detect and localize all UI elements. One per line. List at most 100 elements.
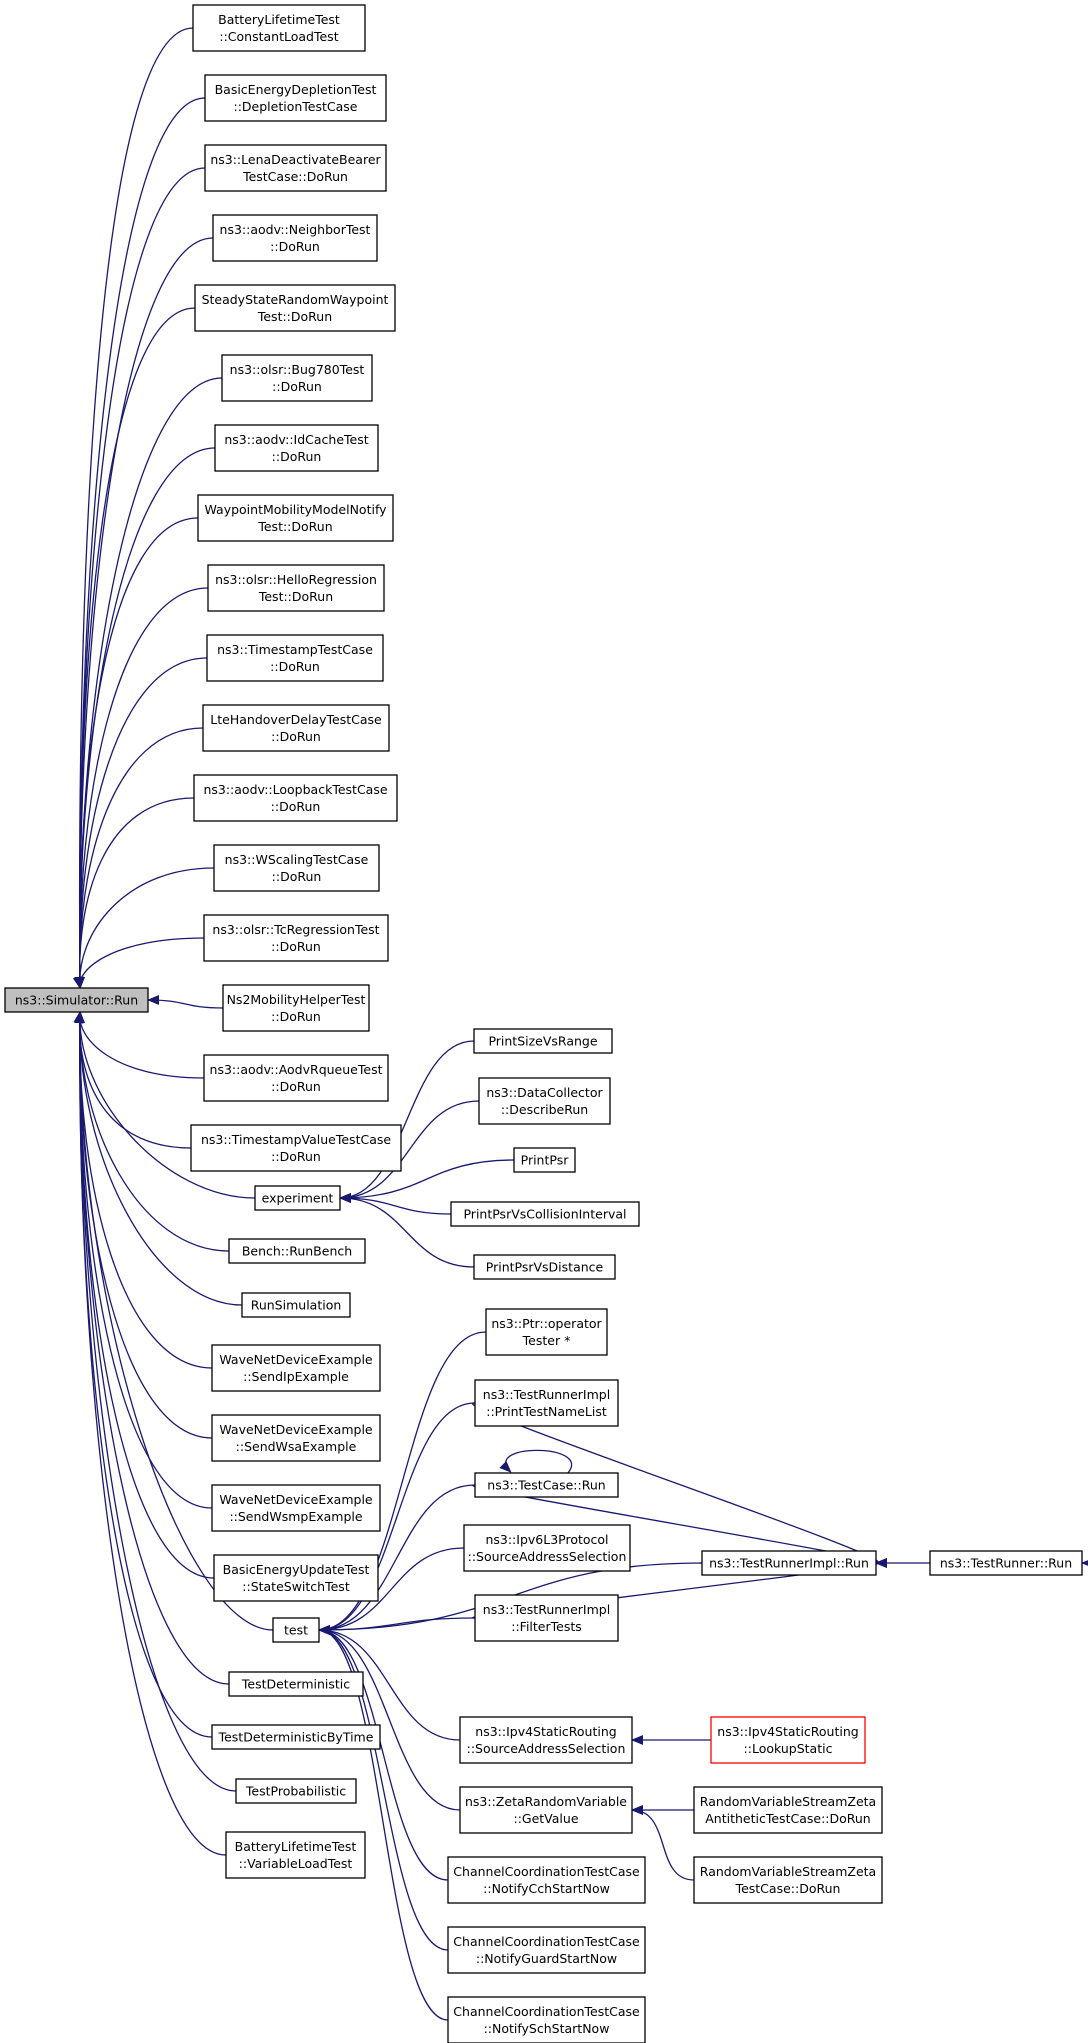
node-bench[interactable]: Bench::RunBench — [228, 1238, 366, 1264]
edge-c09-to-root — [74, 587, 209, 989]
node-label-line: ChannelCoordinationTestCase — [453, 1934, 640, 1949]
node-box — [203, 914, 389, 962]
node-tri[interactable]: ns3::TestRunnerImpl::Run — [701, 1550, 877, 1576]
node-box — [4, 987, 149, 1013]
node-battvar[interactable]: BatteryLifetimeTest::VariableLoadTest — [225, 1831, 366, 1879]
node-t10[interactable]: ChannelCoordinationTestCase::NotifySchSt… — [447, 1996, 646, 2043]
node-basicupd[interactable]: BasicEnergyUpdateTest::StateSwitchTest — [213, 1554, 379, 1602]
node-label-line: ns3::aodv::LoopbackTestCase — [203, 782, 387, 797]
node-e1[interactable]: PrintSizeVsRange — [473, 1028, 613, 1054]
node-box — [701, 1550, 877, 1576]
node-label-line: ::PrintTestNameList — [486, 1404, 607, 1419]
node-box — [212, 214, 378, 262]
node-testdettime[interactable]: TestDeterministicByTime — [211, 1724, 381, 1750]
node-label-line: Test::DoRun — [257, 309, 332, 324]
node-t2[interactable]: ns3::TestRunnerImpl::PrintTestNameList — [474, 1379, 619, 1427]
node-c16[interactable]: ns3::aodv::AodvRqueueTest::DoRun — [203, 1054, 389, 1102]
node-experiment[interactable]: experiment — [254, 1185, 341, 1211]
node-e5[interactable]: PrintPsrVsDistance — [473, 1254, 616, 1280]
node-zeta1[interactable]: RandomVariableStreamZetaAntitheticTestCa… — [693, 1786, 883, 1834]
node-c07[interactable]: ns3::aodv::IdCacheTest::DoRun — [214, 424, 379, 472]
node-runsim[interactable]: RunSimulation — [241, 1292, 351, 1318]
node-c04[interactable]: ns3::aodv::NeighborTest::DoRun — [212, 214, 378, 262]
edge-testprob-to-root — [74, 1011, 237, 1792]
node-e2[interactable]: ns3::DataCollector::DescribeRun — [478, 1077, 611, 1125]
node-box — [213, 1554, 379, 1602]
node-lookup[interactable]: ns3::Ipv4StaticRouting::LookupStatic — [710, 1716, 866, 1764]
node-c13[interactable]: ns3::WScalingTestCase::DoRun — [213, 844, 380, 892]
node-root[interactable]: ns3::Simulator::Run — [4, 987, 149, 1013]
node-label-line: ::DoRun — [271, 1009, 321, 1024]
node-label-line: ns3::TimestampTestCase — [217, 642, 373, 657]
edge-e3-to-experiment — [339, 1159, 515, 1203]
node-label-line: ::ConstantLoadTest — [219, 29, 338, 44]
node-c15[interactable]: Ns2MobilityHelperTest::DoRun — [222, 984, 370, 1032]
node-t3[interactable]: ns3::TestCase::Run — [474, 1472, 619, 1498]
node-label-line: ns3::olsr::Bug780Test — [230, 362, 365, 377]
node-label-line: Test::DoRun — [258, 589, 333, 604]
node-testdet[interactable]: TestDeterministic — [228, 1671, 364, 1697]
node-c01[interactable]: BatteryLifetimeTest::ConstantLoadTest — [192, 4, 366, 52]
node-box — [459, 1716, 633, 1764]
node-box — [197, 494, 394, 542]
node-t5[interactable]: ns3::TestRunnerImpl::FilterTests — [474, 1594, 619, 1642]
node-test[interactable]: test — [272, 1617, 320, 1643]
node-box — [447, 1926, 646, 1974]
node-c10[interactable]: ns3::TimestampTestCase::DoRun — [206, 634, 384, 682]
node-c06[interactable]: ns3::olsr::Bug780Test::DoRun — [221, 354, 373, 402]
edge-experiment-to-root — [74, 1011, 256, 1199]
node-label-line: ns3::aodv::AodvRqueueTest — [210, 1062, 383, 1077]
node-label-line: ::DoRun — [270, 659, 320, 674]
edge-t8-to-test — [318, 1625, 449, 1881]
node-label-line: SteadyStateRandomWaypoint — [202, 292, 389, 307]
node-t4[interactable]: ns3::Ipv6L3Protocol::SourceAddressSelect… — [463, 1524, 631, 1572]
node-box — [221, 354, 373, 402]
node-box — [211, 1414, 381, 1462]
edge-c17-to-root — [74, 1011, 192, 1149]
node-c02[interactable]: BasicEnergyDepletionTest::DepletionTestC… — [204, 74, 387, 122]
node-wave3[interactable]: WaveNetDeviceExample::SendWsmpExample — [211, 1484, 381, 1532]
node-label-line: ::DoRun — [271, 799, 321, 814]
node-label-line: LteHandoverDelayTestCase — [210, 712, 382, 727]
edge-e2-to-experiment — [339, 1100, 480, 1203]
node-t9[interactable]: ChannelCoordinationTestCase::NotifyGuard… — [447, 1926, 646, 1974]
node-label-line: TestProbabilistic — [245, 1784, 346, 1799]
node-c11[interactable]: LteHandoverDelayTestCase::DoRun — [202, 704, 390, 752]
node-e4[interactable]: PrintPsrVsCollisionInterval — [450, 1201, 640, 1227]
node-tr[interactable]: ns3::TestRunner::Run — [929, 1550, 1083, 1576]
node-label-line: ::NotifySchStartNow — [484, 2021, 610, 2036]
node-c14[interactable]: ns3::olsr::TcRegressionTest::DoRun — [203, 914, 389, 962]
node-label-line: ::DoRun — [272, 449, 322, 464]
node-c17[interactable]: ns3::TimestampValueTestCase::DoRun — [190, 1124, 402, 1172]
node-t6[interactable]: ns3::Ipv4StaticRouting::SourceAddressSel… — [459, 1716, 633, 1764]
node-label-line: ::LookupStatic — [744, 1741, 833, 1756]
node-e3[interactable]: PrintPsr — [513, 1147, 576, 1173]
node-box — [241, 1292, 351, 1318]
node-label-line: ::NotifyCchStartNow — [483, 1881, 610, 1896]
node-label-line: ::DoRun — [272, 869, 322, 884]
edge-t4-to-test — [318, 1547, 465, 1635]
node-box — [225, 1831, 366, 1879]
node-box — [202, 704, 390, 752]
node-label-line: experiment — [262, 1191, 334, 1206]
edge-t9-to-test — [318, 1625, 449, 1951]
node-label-line: ns3::TestCase::Run — [487, 1478, 605, 1493]
node-t8[interactable]: ChannelCoordinationTestCase::NotifyCchSt… — [447, 1856, 646, 1904]
node-c12[interactable]: ns3::aodv::LoopbackTestCase::DoRun — [193, 774, 398, 822]
edge-e1-to-experiment — [339, 1040, 475, 1203]
node-box — [710, 1716, 866, 1764]
node-wave1[interactable]: WaveNetDeviceExample::SendIpExample — [211, 1344, 381, 1392]
node-wave2[interactable]: WaveNetDeviceExample::SendWsaExample — [211, 1414, 381, 1462]
edge-c12-to-root — [74, 797, 195, 989]
node-testprob[interactable]: TestProbabilistic — [235, 1778, 357, 1804]
node-label-line: ::SendWsmpExample — [229, 1509, 362, 1524]
node-label-line: RandomVariableStreamZeta — [700, 1794, 876, 1809]
node-t7[interactable]: ns3::ZetaRandomVariable::GetValue — [459, 1786, 633, 1834]
node-label-line: TestCase::DoRun — [242, 169, 348, 184]
